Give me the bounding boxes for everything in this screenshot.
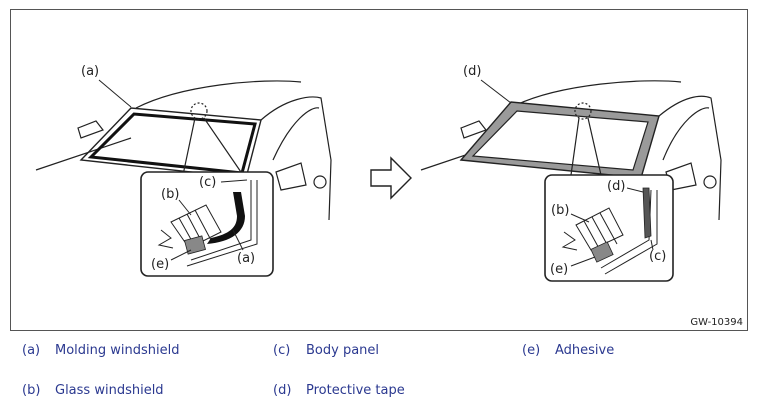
right-car <box>420 80 722 221</box>
diagram-frame: (a) (b) (c) (e) (a) <box>10 9 748 331</box>
legend-item-d: (d) Protective tape <box>273 383 405 398</box>
left-car <box>35 80 332 221</box>
figure-code: GW-10394 <box>690 317 743 328</box>
leader-left-a2 <box>232 229 244 251</box>
legend-item-e: (e) Adhesive <box>522 343 614 358</box>
leader-right-d2 <box>626 187 644 193</box>
legend: (a) Molding windshield (b) Glass windshiel… <box>0 331 758 408</box>
legend-key: (e) <box>522 343 541 358</box>
callout-left-b: (b) <box>161 187 179 202</box>
callout-left-a2: (a) <box>237 251 255 266</box>
left-inset <box>140 171 274 277</box>
legend-key: (a) <box>22 343 41 358</box>
legend-label: Glass windshield <box>55 383 164 398</box>
leader-left-a <box>98 79 132 108</box>
callout-right-b: (b) <box>551 203 569 218</box>
leader-left-e <box>170 249 192 261</box>
leader-right-e <box>570 256 596 267</box>
legend-label: Molding windshield <box>55 343 180 358</box>
legend-item-c: (c) Body panel <box>273 343 379 358</box>
leader-right-b <box>570 213 590 223</box>
legend-item-a: (a) Molding windshield <box>22 343 180 358</box>
callout-left-a: (a) <box>81 64 99 79</box>
callout-left-c: (c) <box>199 175 216 190</box>
direction-arrow-icon <box>370 156 412 200</box>
callout-right-d: (d) <box>463 64 481 79</box>
callout-left-e: (e) <box>151 257 169 272</box>
callout-right-c: (c) <box>649 249 666 264</box>
legend-label: Body panel <box>306 343 380 358</box>
leader-left-c <box>220 179 248 183</box>
legend-key: (c) <box>273 343 291 358</box>
diagram-svg: (a) (b) (c) (e) (a) <box>35 64 722 282</box>
callout-right-d2: (d) <box>607 179 625 194</box>
right-inset <box>544 174 674 282</box>
leader-left-b <box>178 199 192 216</box>
legend-label: Adhesive <box>555 343 615 358</box>
callout-right-e: (e) <box>550 262 568 277</box>
leader-right-d <box>480 79 512 104</box>
legend-item-b: (b) Glass windshield <box>22 383 164 398</box>
leader-right-c <box>650 239 654 251</box>
legend-key: (b) <box>22 383 41 398</box>
legend-key: (d) <box>273 383 292 398</box>
legend-label: Protective tape <box>306 383 405 398</box>
